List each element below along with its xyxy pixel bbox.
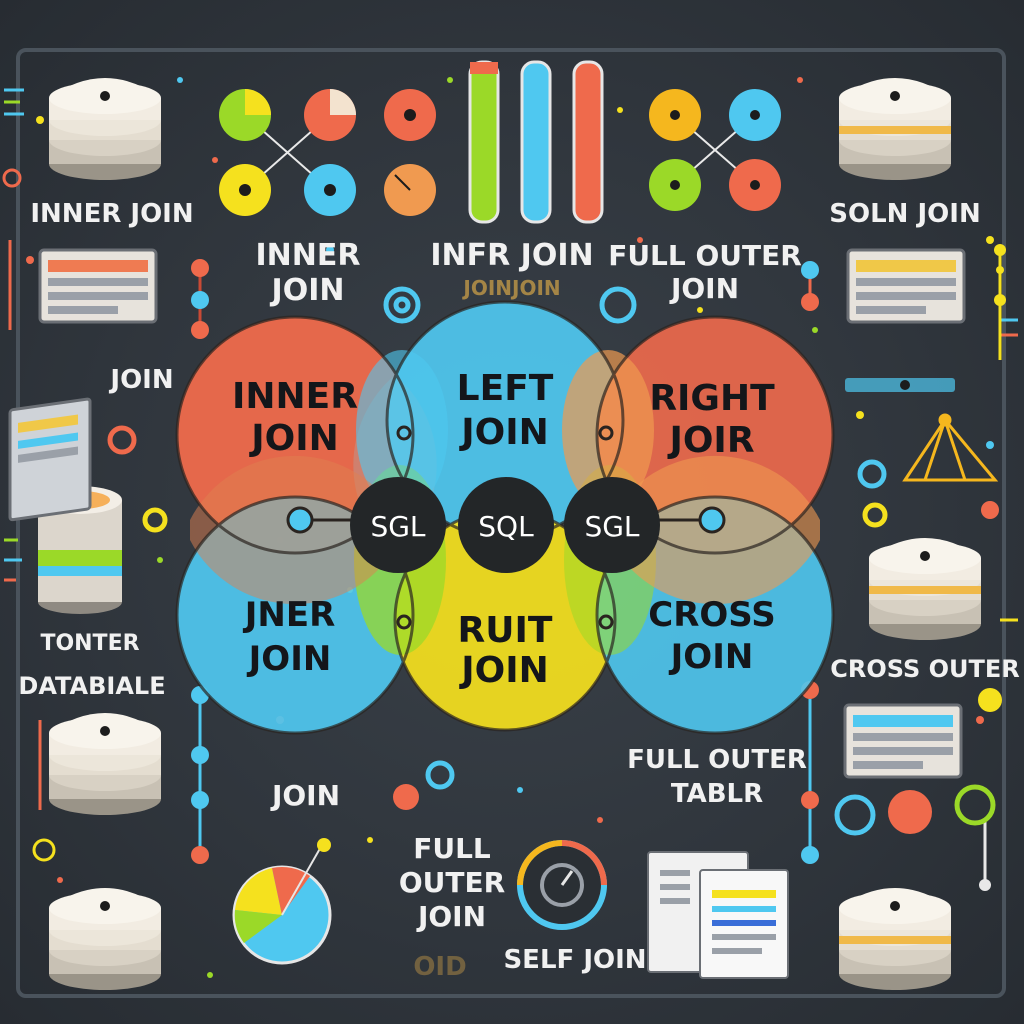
venn-label-inner-join-2: JOIN: [248, 418, 339, 459]
database-icon: [839, 78, 951, 180]
node-icon: [393, 784, 419, 810]
database-icon: [49, 713, 161, 815]
sql-hub-label-center: SQL: [478, 510, 534, 543]
database-icon: [839, 888, 951, 990]
test-tube-icon: [468, 60, 604, 224]
dash-marks: [4, 88, 1018, 622]
document-icon: [647, 851, 789, 979]
label-self-join: SELF JOIN: [503, 945, 646, 975]
venn-label-ruit-join-2: JOIN: [458, 650, 549, 691]
label-cross-outer: CROSS OUTER: [830, 655, 1019, 683]
venn-label-cross-join-2: JOIN: [669, 637, 754, 677]
venn-label-ruit-join-1: RUIT: [458, 610, 553, 651]
venn-label-left-join-1: LEFT: [457, 368, 554, 409]
sql-hub-label-right: SGL: [584, 510, 639, 543]
database-icon: [869, 538, 981, 640]
label-inner-join-top-2: JOIN: [270, 273, 345, 308]
label-full-outer-top-1: FULL OUTER: [608, 239, 802, 272]
table-icon: [38, 248, 158, 324]
venn-label-right-join-2: JOIR: [666, 420, 754, 461]
node-chain-right: [801, 244, 1006, 891]
sql-hub-center: [458, 477, 554, 573]
venn-label-jner-join-2: JOIN: [247, 639, 332, 679]
node-chain-left: [2, 168, 209, 864]
label-full-outer-join-2: OUTER: [399, 866, 505, 899]
database-icon: [49, 78, 161, 180]
table-icon: [846, 248, 966, 324]
label-join-bottom: JOIN: [270, 779, 340, 812]
sql-hub-right: [564, 477, 660, 573]
node-graph-icon: [219, 89, 436, 216]
venn-label-left-join-2: JOIN: [458, 412, 549, 453]
label-join-left: JOIN: [108, 365, 173, 395]
sql-hub-left: [350, 477, 446, 573]
table-icon: [8, 397, 92, 522]
table-icon: [843, 703, 963, 779]
label-inner-join-top-1: INNER: [256, 238, 361, 273]
venn-diagram: [175, 300, 835, 735]
venn-label-jner-join-1: JNER: [243, 595, 336, 635]
venn-label-inner-join-1: INNER: [232, 376, 358, 417]
label-full-outer-top-2: JOIN: [669, 272, 739, 305]
label-soln-join: SOLN JOIN: [829, 199, 980, 229]
node-graph-icon: [649, 89, 781, 211]
pie-chart-icon: [232, 838, 332, 965]
database-icon: [49, 888, 161, 990]
label-full-outer-table-2: TABLR: [671, 779, 763, 809]
label-joinjoin: JOINJOIN: [461, 276, 560, 300]
label-full-outer-table-1: FULL OUTER: [627, 745, 807, 775]
outer-frame: [16, 48, 1006, 998]
slider-bar-icon: [845, 378, 955, 392]
sql-hub-label-left: SGL: [370, 510, 425, 543]
venn-label-cross-join-1: CROSS: [648, 595, 775, 635]
label-tonter: TONTER: [40, 631, 139, 656]
gauge-icon: [517, 840, 607, 930]
label-full-outer-join-1: FULL: [413, 832, 491, 865]
venn-circle-bottom-center: [395, 510, 615, 730]
label-infr-join: INFR JOIN: [430, 238, 593, 273]
triangle-graph-icon: [902, 413, 999, 482]
venn-circle-top-center: [387, 302, 623, 538]
label-databiale: DATABIALE: [18, 672, 165, 700]
gauge-icon: [888, 790, 932, 834]
target-icon: [107, 286, 996, 836]
label-inner-join: INNER JOIN: [30, 199, 193, 229]
label-full-outer-join-3: JOIN: [416, 900, 486, 933]
venn-label-right-join-1: RIGHT: [649, 378, 775, 419]
label-faint-oid: OID: [413, 952, 466, 982]
